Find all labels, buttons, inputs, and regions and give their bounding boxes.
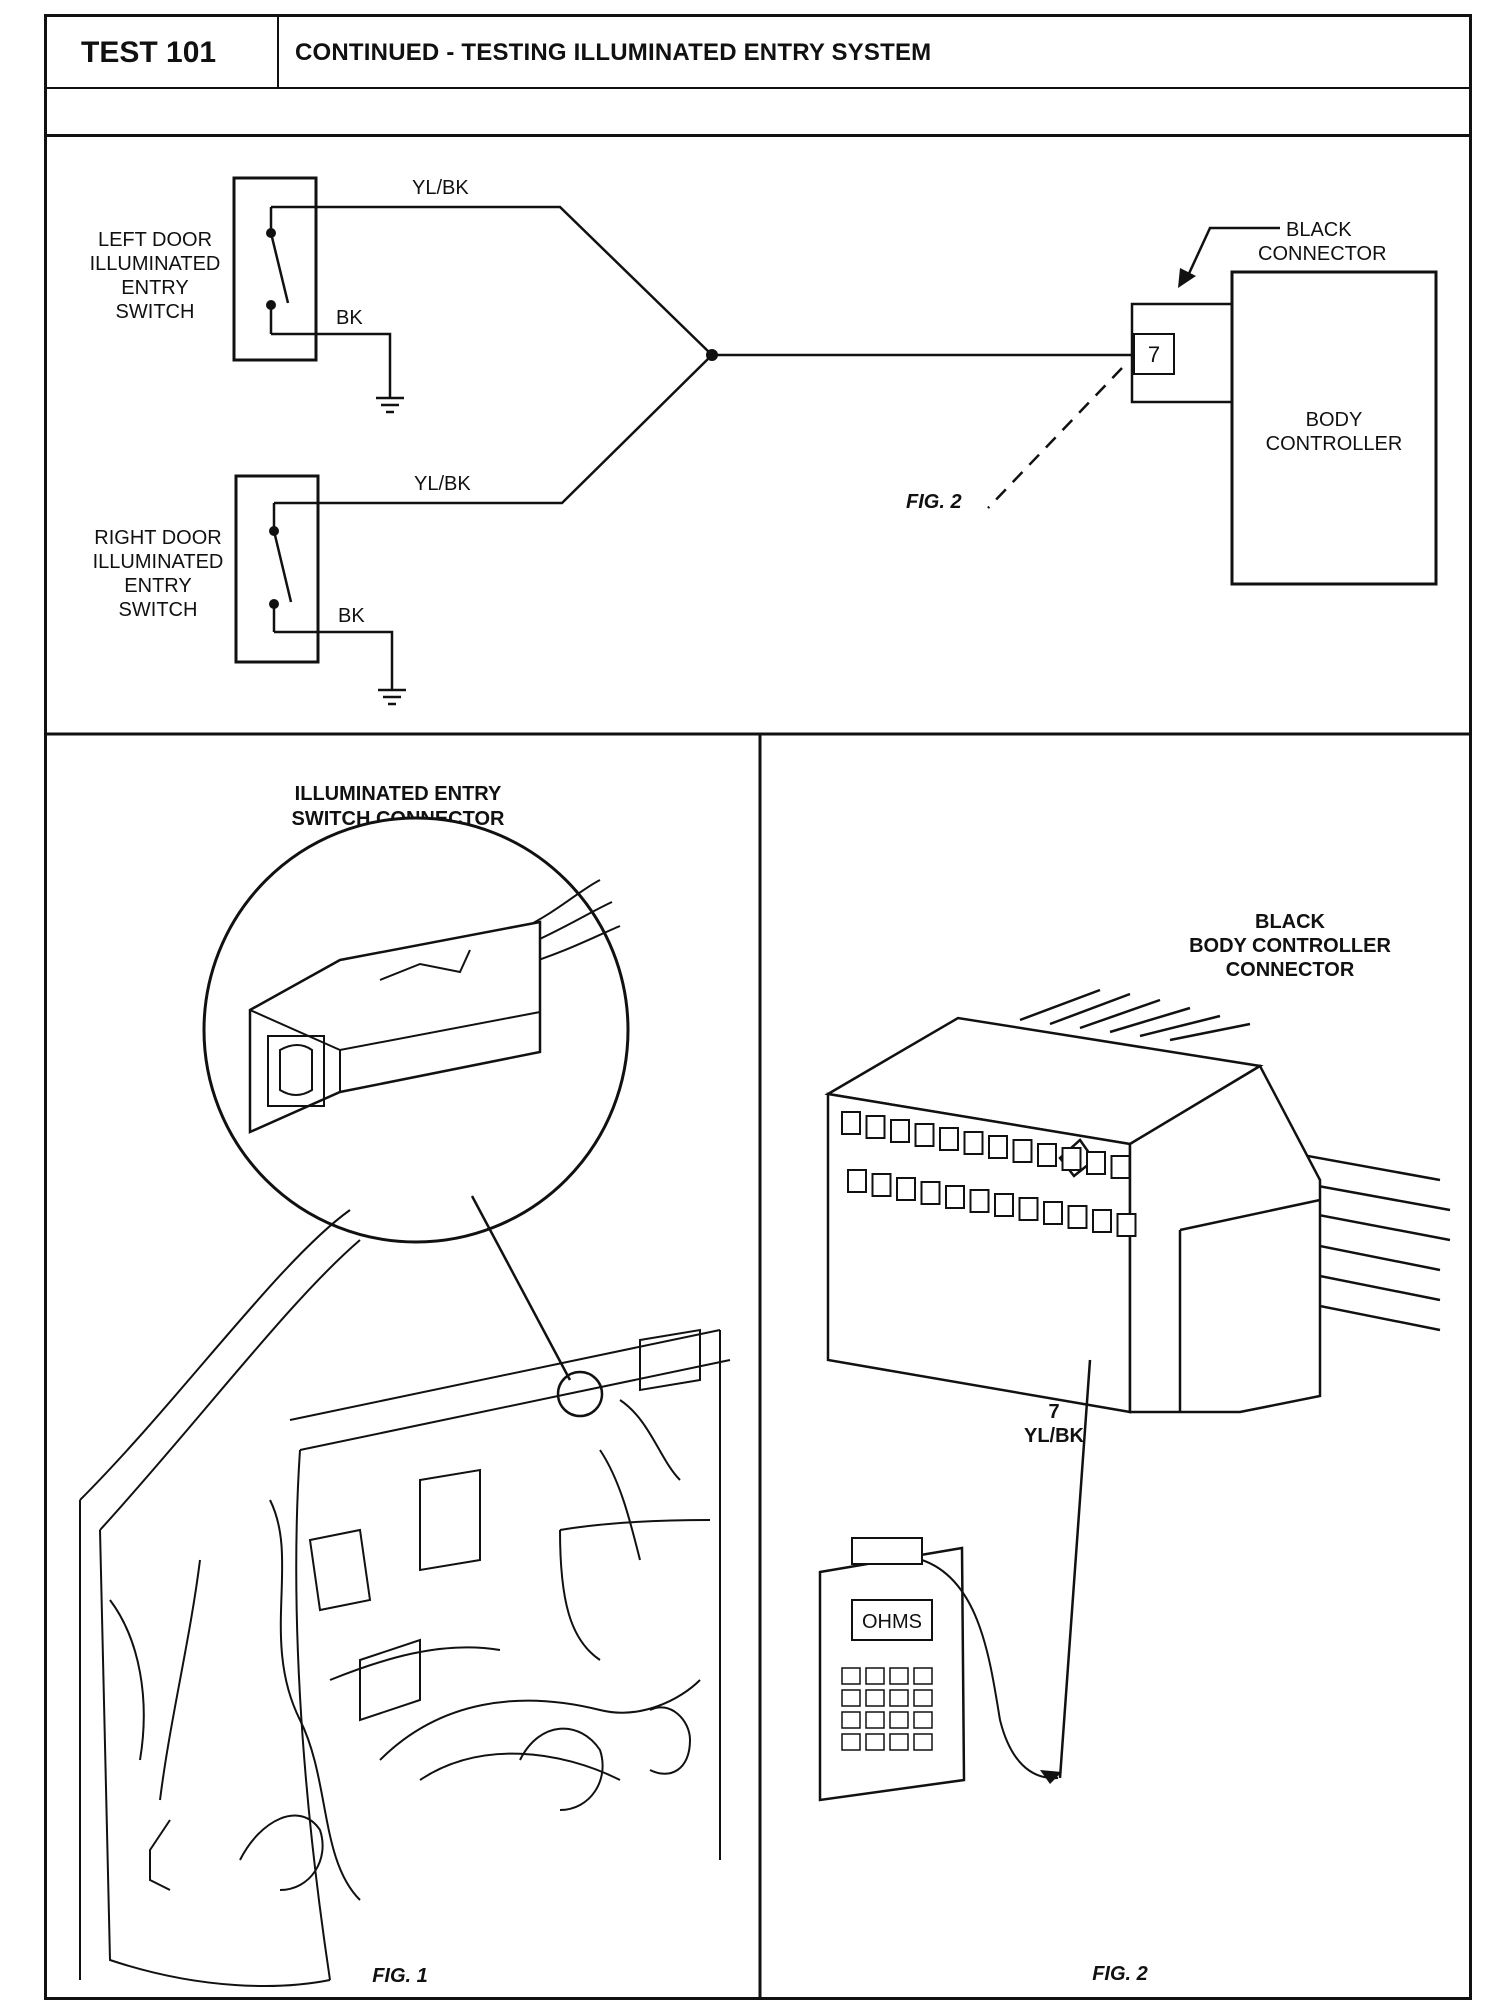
fig2-title-line1: BLACK [1255,911,1326,933]
left-switch-line4: SWITCH [116,301,195,323]
fig2-title-line3: CONNECTOR [1226,959,1355,981]
meter-key [841,1733,861,1751]
connector-pin-cavity [1012,1139,1033,1163]
connector-pin-cavity [945,1185,965,1209]
wire-top-right: YL/BK [274,354,713,505]
connector-pin-cavity [969,1189,990,1213]
meter-key [841,1667,861,1685]
meter-key [841,1711,861,1729]
right-switch-line1: RIGHT DOOR [94,527,221,549]
connector-pin-cavity [1067,1205,1088,1229]
connector-pin-cavity [1092,1209,1112,1233]
connector-pin-cavity [841,1111,861,1135]
connector-pin-cavity [871,1173,892,1197]
page-title: CONTINUED - TESTING ILLUMINATED ENTRY SY… [295,39,932,66]
connector-pin-cavity [1110,1155,1131,1179]
fig2-pin-wire: YL/BK [1024,1425,1085,1447]
left-switch-label: LEFT DOOR ILLUMINATED ENTRY SWITCH [90,229,221,323]
ground-left: BK [271,307,404,414]
drb-ohmmeter: OHMS [818,1537,1062,1802]
connector-location-circle [556,1370,604,1418]
connector-pin-cavity [939,1127,959,1151]
meter-key [889,1689,909,1707]
meter-key [889,1667,909,1685]
meter-key [913,1733,933,1751]
meter-key [913,1689,933,1707]
spacer-band [47,89,1469,137]
meter-key [841,1689,861,1707]
connector-callout: BLACK CONNECTOR [1178,219,1387,288]
page-frame: TEST 101 CONTINUED - TESTING ILLUMINATED… [44,14,1472,2000]
left-switch-line1: LEFT DOOR [98,229,212,251]
fig1-title-line1: ILLUMINATED ENTRY [295,783,502,805]
connector-magnified-view [202,816,630,1244]
meter-key [913,1711,933,1729]
connector-pin-cavity [890,1119,910,1143]
test-number: TEST 101 [47,17,279,89]
body-controller: BODY CONTROLLER [1230,270,1438,586]
connector-pin-cavity [988,1135,1008,1159]
wire-top-left: YL/BK [271,177,713,356]
wire-label-top: YL/BK [412,177,469,199]
connector-pin-cavity [1043,1201,1063,1225]
door-panel-illustration [79,1209,731,1987]
meter-keypad [841,1667,933,1751]
zoom-leader-line [470,1195,572,1381]
black-connector: 7 [1130,302,1234,404]
fig2-title-line2: BODY CONTROLLER [1189,935,1391,957]
ground-label-left: BK [336,307,363,329]
right-door-switch [234,474,320,664]
connector-pin-cavity [920,1181,941,1205]
connector-pin-cavity [847,1169,867,1193]
fig1-caption: FIG. 1 [372,1965,428,1987]
meter-key [889,1711,909,1729]
connector-pin-cavity [963,1131,984,1155]
meter-key [865,1667,885,1685]
left-door-switch [232,176,318,362]
fig2-ref-label: FIG. 2 [906,491,962,513]
fig2-caption: FIG. 2 [1092,1963,1148,1985]
connector-pin-cavity [865,1115,886,1139]
connector-pin-cavity [1116,1213,1137,1237]
connector-pin-cavity [1061,1147,1082,1171]
meter-display: OHMS [862,1611,922,1633]
fig2-reference: FIG. 2 [906,367,1123,513]
connector-pin-cavity [1086,1151,1106,1175]
right-switch-line2: ILLUMINATED [93,551,224,573]
connector-pin-number: 7 [1148,342,1160,367]
left-switch-line3: ENTRY [121,277,188,299]
controller-line1: BODY [1306,409,1363,431]
test-probe-line [1058,1359,1092,1779]
callout-line1: BLACK [1286,219,1352,241]
right-switch-line3: ENTRY [124,575,191,597]
meter-key [865,1711,885,1729]
callout-line2: CONNECTOR [1258,243,1387,265]
connector-pin-cavity [1018,1197,1039,1221]
right-switch-label: RIGHT DOOR ILLUMINATED ENTRY SWITCH [93,527,224,621]
meter-key [889,1733,909,1751]
connector-pin-cavity [914,1123,935,1147]
ground-right: BK [274,605,406,706]
connector-pin-cavity [994,1193,1014,1217]
wire-label-bottom: YL/BK [414,473,471,495]
right-switch-line4: SWITCH [119,599,198,621]
header-row: TEST 101 CONTINUED - TESTING ILLUMINATED… [47,17,1469,89]
controller-line2: CONTROLLER [1266,433,1403,455]
left-switch-line2: ILLUMINATED [90,253,221,275]
fig2-pin-number: 7 [1048,1401,1059,1423]
meter-key [865,1689,885,1707]
meter-key [865,1733,885,1751]
connector-pin-cavity [896,1177,916,1201]
ground-label-right: BK [338,605,365,627]
meter-key [913,1667,933,1685]
connector-pin-cavity [1037,1143,1057,1167]
connector-pin-grid [841,1111,1137,1237]
